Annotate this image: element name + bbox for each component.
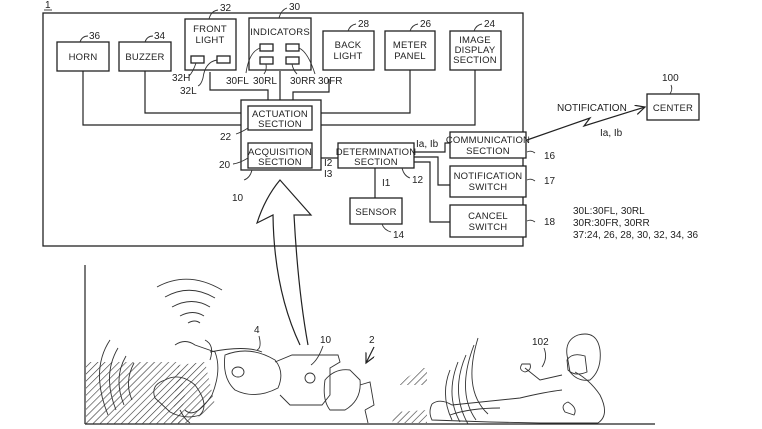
svg-text:20: 20: [219, 160, 231, 171]
svg-text:IMAGE: IMAGE: [459, 35, 491, 46]
low-beam-lamp: [216, 55, 231, 64]
indicators-block: INDICATORS 30 30FL 30RL 30RR 30FR: [226, 2, 342, 87]
svg-text:SENSOR: SENSOR: [355, 207, 396, 218]
svg-text:INDICATORS: INDICATORS: [250, 27, 310, 38]
svg-text:Ia, Ib: Ia, Ib: [600, 128, 623, 139]
image-display-block: IMAGE DISPLAY SECTION 24: [449, 19, 502, 71]
svg-text:SWITCH: SWITCH: [469, 222, 508, 233]
body-ref: 4: [254, 325, 260, 336]
rider-ref: 102: [532, 337, 549, 348]
legend-notes: 30L:30FL, 30RL 30R:30FR, 30RR 37:24, 26,…: [573, 206, 699, 241]
signal-i3: I3: [324, 169, 333, 180]
svg-text:28: 28: [358, 19, 370, 30]
motorcycle-illustration: [153, 339, 375, 424]
svg-text:32: 32: [220, 3, 232, 14]
svg-text:30: 30: [289, 2, 301, 13]
signal-i1: I1: [382, 178, 391, 189]
notification-link: NOTIFICATION Ia, Ib: [526, 103, 645, 141]
actuation-section-block: ACTUATION SECTION 22: [220, 105, 313, 143]
svg-text:37:24, 26, 28, 30, 32, 34, 36: 37:24, 26, 28, 30, 32, 34, 36: [573, 230, 699, 241]
indicator-front-left: [259, 43, 274, 52]
indicator-front-right: [285, 43, 300, 52]
svg-text:SECTION: SECTION: [354, 157, 398, 168]
signal-ia-ib: Ia, Ib: [416, 139, 439, 150]
acquisition-section-block: ACQUISITION SECTION 20 10: [219, 142, 313, 204]
svg-text:26: 26: [420, 19, 432, 30]
svg-text:18: 18: [544, 217, 556, 228]
svg-text:1: 1: [45, 0, 51, 11]
svg-text:30FR: 30FR: [318, 76, 342, 87]
svg-text:32L: 32L: [180, 86, 197, 97]
buzzer-block: BUZZER 34: [118, 31, 172, 72]
svg-text:BUZZER: BUZZER: [125, 52, 164, 63]
svg-text:24: 24: [484, 19, 496, 30]
svg-text:32H: 32H: [172, 73, 190, 84]
svg-text:10: 10: [232, 193, 244, 204]
svg-text:DETERMINATION: DETERMINATION: [336, 147, 417, 158]
data-flow-arrow: [255, 179, 313, 346]
svg-text:17: 17: [544, 176, 556, 187]
front-light-block: FRONT LIGHT 32 32H 32L: [172, 3, 237, 97]
svg-text:PANEL: PANEL: [394, 51, 425, 62]
svg-text:LIGHT: LIGHT: [196, 35, 225, 46]
svg-text:DISPLAY: DISPLAY: [455, 45, 496, 56]
svg-text:14: 14: [393, 230, 405, 241]
accident-scene: 4 10 2 102: [84, 265, 655, 425]
indicator-rear-left: [259, 56, 274, 65]
communication-section-block: COMMUNICATION SECTION 16: [446, 131, 556, 162]
motorcycle-ref: 2: [369, 335, 375, 346]
svg-text:30L:30FL, 30RL: 30L:30FL, 30RL: [573, 206, 645, 217]
cancel-switch-block: CANCEL SWITCH 18: [449, 204, 556, 238]
svg-text:12: 12: [412, 175, 424, 186]
svg-text:CANCEL: CANCEL: [468, 211, 508, 222]
svg-text:100: 100: [662, 73, 679, 84]
determination-section-block: DETERMINATION SECTION 12: [336, 142, 424, 186]
center-block: CENTER 100: [646, 73, 700, 121]
back-light-block: BACK LIGHT 28: [322, 19, 375, 71]
svg-text:CENTER: CENTER: [653, 103, 693, 114]
svg-text:COMMUNICATION: COMMUNICATION: [446, 135, 530, 146]
svg-text:30RR: 30RR: [290, 76, 316, 87]
svg-text:30RL: 30RL: [253, 76, 277, 87]
signal-i2: I2: [324, 158, 333, 169]
svg-text:16: 16: [544, 151, 556, 162]
svg-text:METER: METER: [393, 40, 427, 51]
horn-block: HORN 36: [56, 31, 110, 72]
figure-ref: 1: [44, 0, 52, 11]
indicator-rear-right: [285, 56, 300, 65]
high-beam-lamp: [190, 55, 205, 64]
svg-text:36: 36: [89, 31, 101, 42]
device-ref: 10: [320, 335, 332, 346]
svg-text:ACTUATION: ACTUATION: [252, 109, 308, 120]
svg-text:SECTION: SECTION: [258, 157, 302, 168]
svg-text:SECTION: SECTION: [466, 146, 510, 157]
notification-switch-block: NOTIFICATION SWITCH 17: [449, 165, 556, 198]
rider-illustration: [429, 333, 605, 424]
svg-text:HORN: HORN: [69, 52, 98, 63]
svg-text:ACQUISITION: ACQUISITION: [248, 147, 312, 158]
svg-text:SECTION: SECTION: [258, 119, 302, 130]
svg-text:30R:30FR, 30RR: 30R:30FR, 30RR: [573, 218, 650, 229]
sensor-block: SENSOR 14: [349, 197, 405, 241]
svg-text:BACK: BACK: [335, 40, 362, 51]
svg-text:NOTIFICATION: NOTIFICATION: [454, 171, 523, 182]
svg-text:NOTIFICATION: NOTIFICATION: [557, 103, 627, 114]
meter-panel-block: METER PANEL 26: [384, 19, 436, 71]
svg-text:34: 34: [154, 31, 166, 42]
svg-text:30FL: 30FL: [226, 76, 249, 87]
svg-text:22: 22: [220, 132, 232, 143]
svg-text:SWITCH: SWITCH: [469, 182, 508, 193]
device-icon: [304, 372, 316, 384]
svg-text:SECTION: SECTION: [453, 55, 497, 66]
svg-text:LIGHT: LIGHT: [334, 51, 363, 62]
svg-text:FRONT: FRONT: [193, 24, 227, 35]
